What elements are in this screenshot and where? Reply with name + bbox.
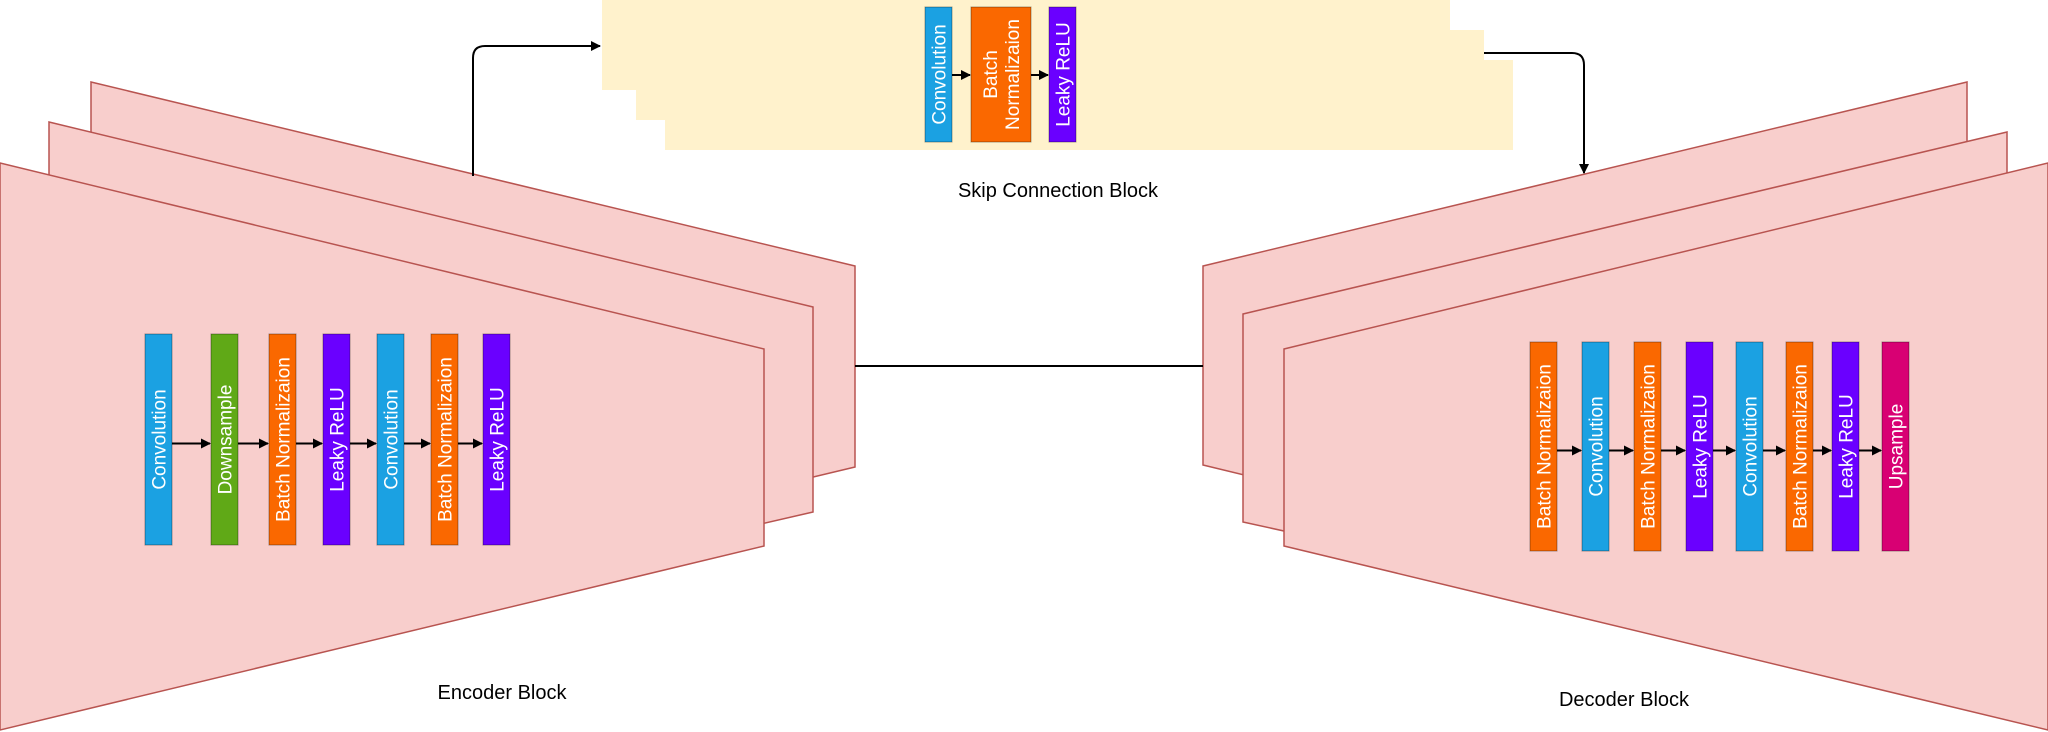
encoder-layer-convolution — [144, 333, 173, 546]
skip-to-decoder-arrow — [1484, 52, 1589, 174]
skip-layer-stack: Convolution BatchNormalizaion Leaky ReLU — [924, 6, 1077, 143]
encoder-layer-batch-norm — [430, 333, 459, 546]
decoder-layer-convolution — [1735, 341, 1764, 552]
decoder-layer-label: Leaky ReLU — [1837, 394, 1858, 499]
decoder-layer-convolution — [1581, 341, 1610, 552]
decoder-plane-front — [1283, 162, 2048, 731]
decoder-layer-label: Convolution — [1587, 396, 1608, 496]
skip-connection-label: Skip Connection Block — [958, 180, 1159, 202]
encoder-layer-label: Convolution — [382, 389, 403, 489]
encoder-layer-label: Downsample — [216, 385, 237, 495]
skip-layer-leaky-relu — [1048, 6, 1077, 143]
decoder-layer-label: Upsample — [1887, 404, 1908, 490]
encoder-label: Encoder Block — [438, 682, 568, 704]
skip-layer-batch-norm — [970, 6, 1032, 143]
encoder-to-skip-arrow — [472, 41, 601, 176]
decoder-block: Batch Normalizaion Convolution Batch Norma… — [1202, 81, 2048, 731]
decoder-layer-batch-norm — [1633, 341, 1662, 552]
skip-layer-label: BatchNormalizaion — [981, 19, 1024, 130]
skip-plane-back — [665, 60, 1513, 150]
decoder-label: Decoder Block — [1559, 689, 1690, 711]
encoder-layer-convolution — [376, 333, 405, 546]
skip-layer-convolution — [924, 6, 953, 143]
encoder-layer-batch-norm — [268, 333, 297, 546]
decoder-layer-label: Batch Normalizaion — [1535, 364, 1556, 529]
decoder-layer-upsample — [1881, 341, 1910, 552]
decoder-layer-batch-norm — [1529, 341, 1558, 552]
skip-layer-label: Convolution — [930, 24, 951, 124]
decoder-layer-label: Leaky ReLU — [1691, 394, 1712, 499]
decoder-layer-label: Batch Normalizaion — [1791, 364, 1812, 529]
encoder-block: Convolution Downsample Batch Normalizaion L… — [0, 81, 856, 731]
encoder-layer-downsample — [210, 333, 239, 546]
encoder-layer-label: Convolution — [150, 389, 171, 489]
skip-connection-block: Convolution BatchNormalizaion Leaky ReLU — [602, 0, 1513, 150]
encoder-layer-label: Leaky ReLU — [488, 387, 509, 492]
skip-layer-label: Leaky ReLU — [1054, 22, 1075, 127]
decoder-layer-leaky-relu — [1831, 341, 1860, 552]
decoder-layer-batch-norm — [1785, 341, 1814, 552]
encoder-layer-label: Batch Normalizaion — [436, 357, 457, 522]
encoder-layer-label: Batch Normalizaion — [274, 357, 295, 522]
encoder-layer-label: Leaky ReLU — [328, 387, 349, 492]
decoder-layer-label: Convolution — [1741, 396, 1762, 496]
encoder-layer-leaky-relu — [482, 333, 511, 546]
decoder-layer-stack: Batch Normalizaion Convolution Batch Norma… — [1529, 341, 1910, 552]
encoder-layer-leaky-relu — [322, 333, 351, 546]
decoder-layer-leaky-relu — [1685, 341, 1714, 552]
decoder-layer-label: Batch Normalizaion — [1639, 364, 1660, 529]
encoder-layer-stack: Convolution Downsample Batch Normalizaion L… — [144, 333, 511, 546]
